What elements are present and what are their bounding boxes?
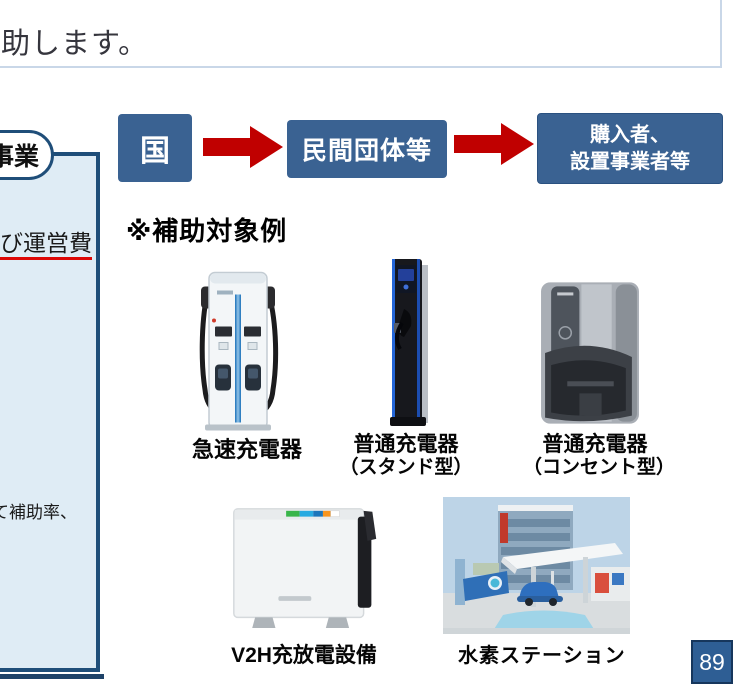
- top-section-border: [0, 0, 722, 68]
- flow-arrow-icon: [454, 123, 534, 165]
- panel-cost-text: び運営費: [0, 224, 92, 260]
- outlet-charger-label: 普通充電器 （コンセント型）: [523, 433, 676, 478]
- flow-node-private-org: 民間団体等: [287, 120, 447, 178]
- hydrogen-station-label: 水素ステーション: [458, 645, 626, 667]
- left-program-panel: び運営費 て補助率、: [0, 152, 100, 672]
- stand-charger-label-line2: （スタンド型）: [339, 456, 473, 478]
- outlet-charger-label-line1: 普通充電器: [542, 433, 648, 456]
- bottom-left-divider: [0, 674, 104, 679]
- flow-node-purchaser-line2: 設置事業者等: [570, 150, 690, 173]
- hydrogen-station-image: [443, 497, 630, 634]
- page-number-badge: 89: [691, 640, 733, 684]
- stand-charger-image: [386, 256, 430, 430]
- stand-charger-label: 普通充電器 （スタンド型）: [338, 433, 474, 478]
- examples-heading: ※補助対象例: [126, 216, 288, 246]
- rapid-charger-image: [193, 263, 283, 438]
- flow-node-national: 国: [118, 114, 192, 182]
- stand-charger-label-line1: 普通充電器: [353, 433, 459, 456]
- outlet-charger-image: [537, 278, 643, 430]
- cost-underlined-text: び運営費: [0, 230, 92, 260]
- header-partial-text: 助します。: [1, 28, 149, 60]
- program-pill-label: 事業: [0, 130, 54, 180]
- v2h-equipment-label: V2H充放電設備: [231, 644, 377, 667]
- flow-node-purchaser: 購入者、 設置事業者等: [537, 113, 723, 184]
- outlet-charger-label-line2: （コンセント型）: [523, 456, 676, 478]
- panel-rate-text: て補助率、: [0, 503, 77, 522]
- flow-arrow-icon: [203, 126, 283, 168]
- v2h-equipment-image: [228, 500, 383, 634]
- rapid-charger-label: 急速充電器: [191, 437, 302, 462]
- flow-node-purchaser-line1: 購入者、: [590, 123, 670, 146]
